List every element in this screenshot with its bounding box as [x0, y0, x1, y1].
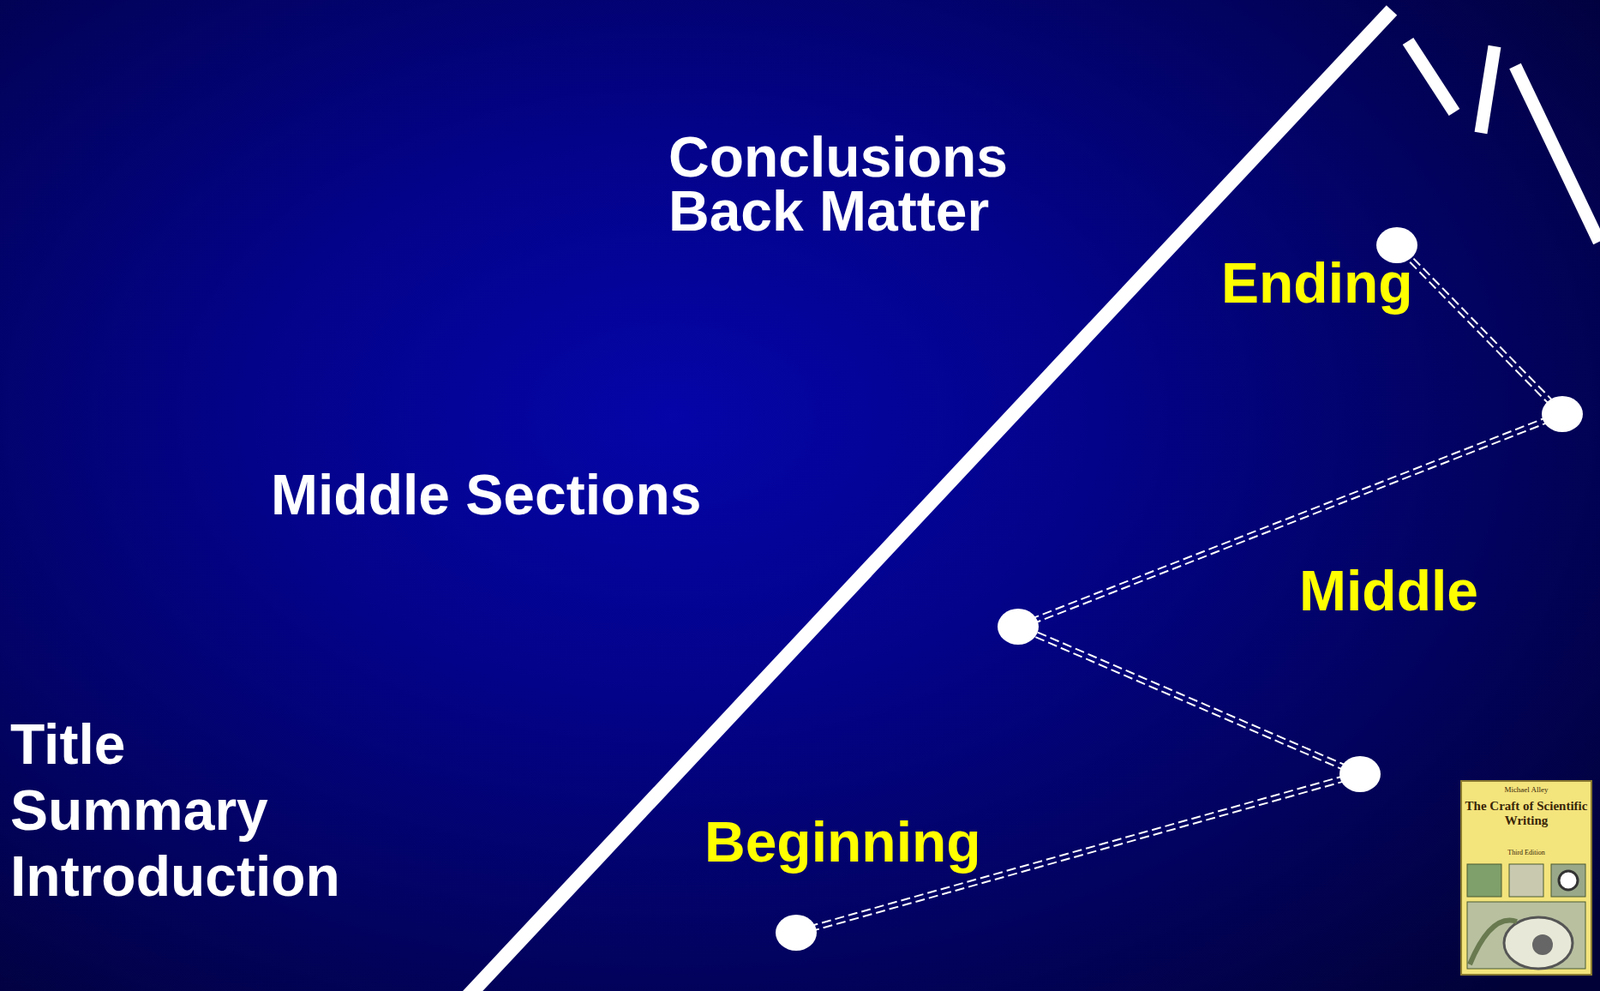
cover-rect: [1461, 780, 1592, 975]
dashed-line: [1018, 623, 1361, 772]
stage-label: Ending: [1221, 250, 1414, 317]
book-cover: [1461, 780, 1592, 975]
cover-title: The Craft of Scientific Writing: [1462, 798, 1590, 828]
cover-picture: [1467, 901, 1586, 969]
break-mark: [1408, 41, 1455, 113]
waypoint-dot: [1339, 755, 1381, 792]
section-label: Middle Sections: [270, 461, 702, 528]
dashed-line: [1018, 416, 1564, 630]
dashed-line: [1017, 629, 1360, 777]
dashed-line: [1398, 243, 1565, 413]
section-label: Introduction: [10, 843, 341, 910]
section-label: Summary: [10, 777, 269, 844]
stage-label: Beginning: [704, 808, 982, 875]
dashed-line: [1395, 246, 1561, 416]
waypoint-dot: [775, 914, 817, 951]
break-mark: [1515, 65, 1600, 242]
cover-edition: Third Edition: [1462, 848, 1590, 857]
stage-label: Middle: [1299, 557, 1479, 624]
cover-picture: [1509, 863, 1544, 897]
section-label: Back Matter: [668, 178, 989, 245]
cover-picture: [1558, 870, 1578, 890]
cover-picture: [1469, 920, 1517, 965]
break-mark: [1480, 46, 1495, 133]
dashed-line: [1017, 411, 1562, 624]
waypoint-dot: [1541, 395, 1583, 432]
waypoint-dot: [997, 608, 1039, 645]
cover-picture: [1532, 934, 1553, 955]
cover-author: Michael Alley: [1462, 785, 1590, 794]
cover-picture: [1551, 863, 1586, 897]
cover-picture: [1504, 916, 1573, 969]
cover-picture: [1467, 863, 1502, 897]
section-label: Title: [10, 711, 126, 778]
